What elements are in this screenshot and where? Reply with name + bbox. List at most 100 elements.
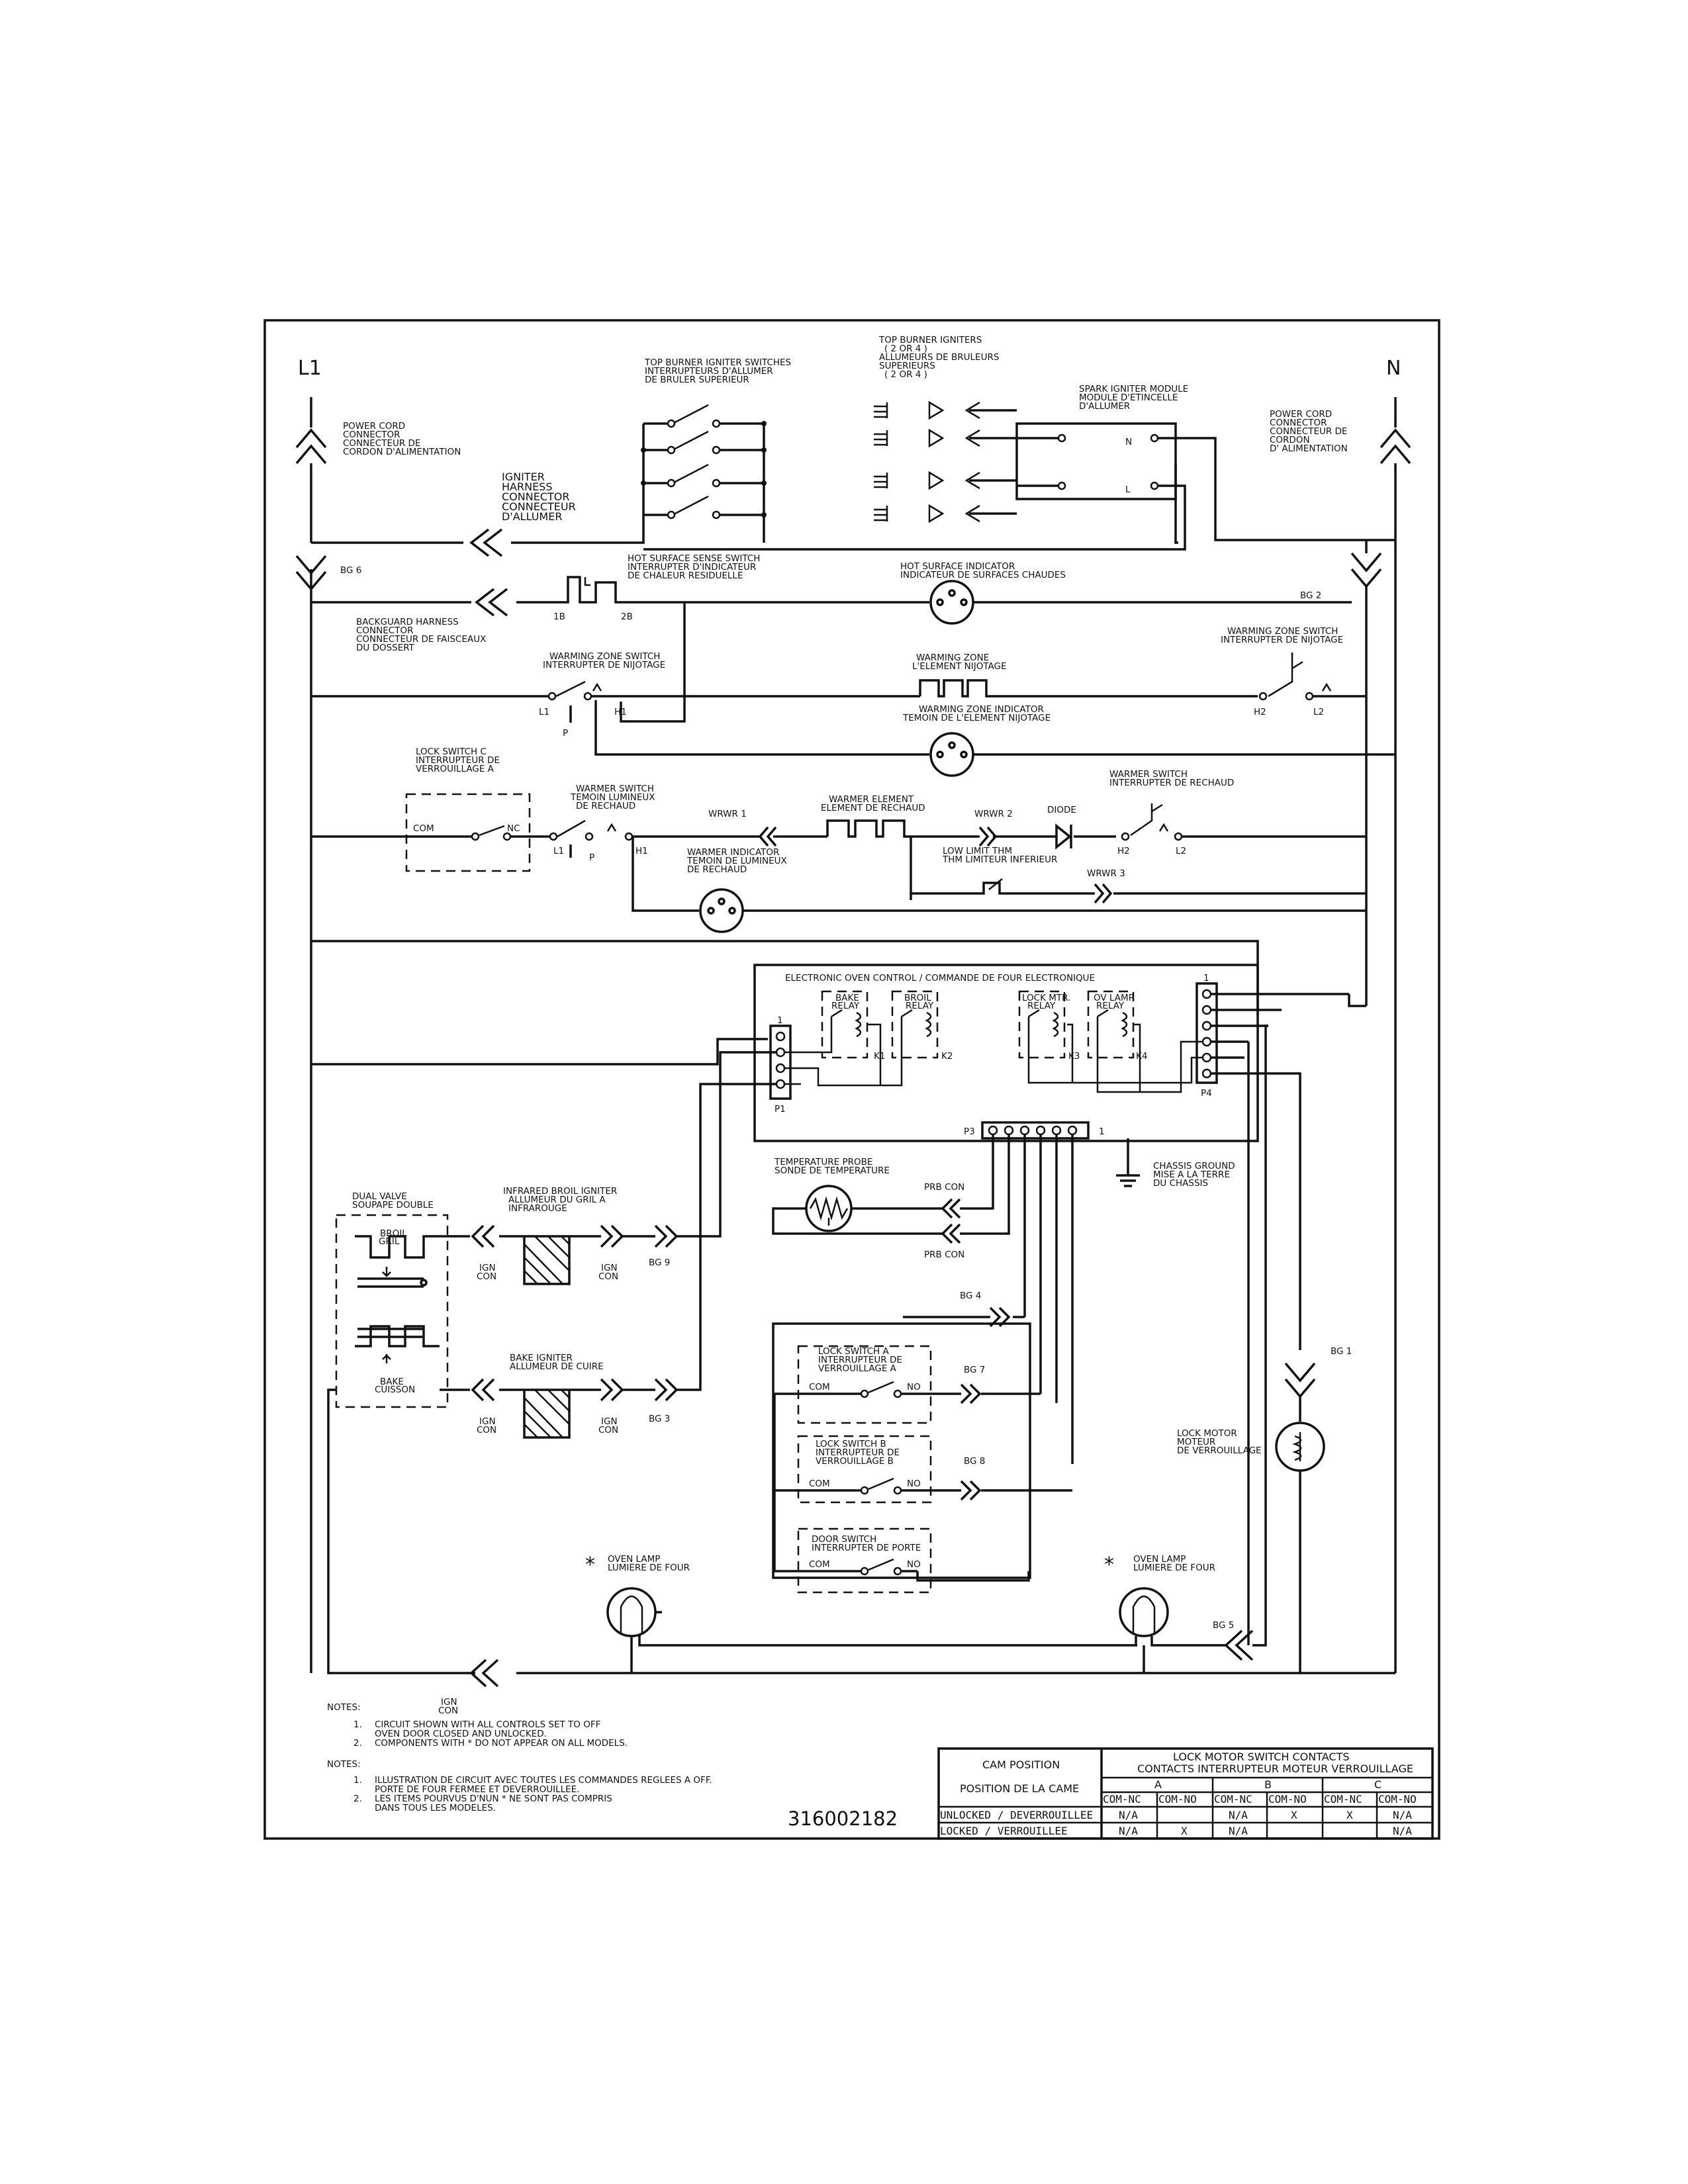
spark-igniter-module bbox=[1015, 422, 1395, 544]
hot-surface-indicator bbox=[929, 580, 974, 625]
hs-drop-wire bbox=[620, 602, 686, 723]
hot-surface-switch-label: HOT SURFACE SENSE SWITCH INTERRUPTER D'I… bbox=[628, 553, 763, 581]
group-a: A bbox=[1154, 1778, 1162, 1791]
wrwr3-connector bbox=[1094, 883, 1113, 904]
svg-text:X: X bbox=[1346, 1809, 1353, 1821]
svg-text:COM-NO: COM-NO bbox=[1268, 1793, 1307, 1805]
oven-lamp-left bbox=[606, 1587, 662, 1673]
top-burner-igniters bbox=[874, 400, 1017, 523]
warmer-switch-left bbox=[549, 819, 633, 858]
wz-switch-left-label: WARMING ZONE SWITCH INTERRUPTER DE NIJOT… bbox=[543, 651, 665, 670]
lock-a-no-label: NO bbox=[907, 1382, 921, 1392]
oven-lamp-right-asterisk: * bbox=[1104, 1553, 1114, 1576]
oven-lamp-right bbox=[1119, 1587, 1226, 1673]
dual-valve bbox=[335, 1214, 449, 1408]
eoc-internal-wires bbox=[784, 1023, 903, 1087]
lock-motor bbox=[1275, 1422, 1325, 1673]
bg1-connector bbox=[1284, 1362, 1316, 1422]
wz-term-h2: H2 bbox=[1254, 707, 1266, 717]
power-cord-left-label: POWER CORD CONNECTOR CONNECTEUR DE CORDO… bbox=[343, 421, 461, 457]
bg2-label: BG 2 bbox=[1300, 590, 1321, 601]
bg4-connector bbox=[989, 1306, 1011, 1328]
svg-text:1.: 1. bbox=[353, 1775, 362, 1786]
spark-module-wire-l bbox=[643, 484, 1186, 551]
bg3-connector bbox=[654, 1083, 776, 1402]
n-bg2-connector bbox=[1350, 540, 1382, 1006]
broil-relay bbox=[891, 990, 939, 1059]
hot-surface-sense-switch bbox=[560, 576, 635, 604]
prb-con-bottom-label: PRB CON bbox=[924, 1250, 964, 1260]
wz-term-l2: L2 bbox=[1313, 707, 1324, 717]
bg5-connector bbox=[1224, 1024, 1268, 1661]
svg-text:NOTES:: NOTES: bbox=[327, 1702, 361, 1713]
svg-text:N/A: N/A bbox=[1119, 1809, 1138, 1821]
switch-group-box bbox=[772, 1322, 1031, 1579]
bg7-connector bbox=[960, 1383, 982, 1404]
svg-text:LES ITEMS POURVUS D'NUN * NE S: LES ITEMS POURVUS D'NUN * NE SONT PAS CO… bbox=[375, 1794, 615, 1813]
svg-text:K3: K3 bbox=[1068, 1051, 1080, 1062]
lock-switch-c bbox=[311, 793, 549, 872]
n-power-cord-connector bbox=[1380, 428, 1411, 465]
svg-text:N/A: N/A bbox=[1229, 1809, 1248, 1821]
door-switch bbox=[797, 1527, 932, 1594]
p4-one-label: 1 bbox=[1203, 973, 1209, 983]
eoc-right-wires bbox=[1027, 1023, 1203, 1093]
svg-text:N/A: N/A bbox=[1119, 1825, 1138, 1837]
bg6-label: BG 6 bbox=[340, 565, 361, 576]
ws-term-h2: H2 bbox=[1117, 846, 1130, 856]
lock-motor-label: LOCK MOTOR MOTEUR DE VERROUILLAGE bbox=[1177, 1428, 1262, 1456]
svg-text:2.: 2. bbox=[353, 1794, 362, 1804]
warmer-element bbox=[826, 819, 914, 838]
prb-con-top-label: PRB CON bbox=[924, 1182, 964, 1193]
svg-text:CIRCUIT SHOWN WITH ALL CONTROL: CIRCUIT SHOWN WITH ALL CONTROLS SET TO O… bbox=[375, 1719, 604, 1739]
prb-con-connector-top bbox=[941, 1134, 994, 1219]
valve-left-wire bbox=[327, 1388, 1395, 1674]
notes-french: NOTES: 1. ILLUSTRATION DE CIRCUIT AVEC T… bbox=[327, 1759, 715, 1813]
door-switch-label: DOOR SWITCH INTERRUPTER DE PORTE bbox=[812, 1534, 921, 1553]
backguard-connector bbox=[475, 588, 508, 617]
igniter-harness-connector bbox=[469, 528, 503, 557]
contacts-header-en: LOCK MOTOR SWITCH CONTACTS bbox=[1173, 1751, 1350, 1763]
lock-switch-a bbox=[774, 1345, 1041, 1424]
bg7-label: BG 7 bbox=[964, 1365, 985, 1375]
lock-c-com-label: COM bbox=[413, 823, 434, 834]
warming-zone-label: WARMING ZONE L'ELEMENT NIJOTAGE bbox=[912, 653, 1007, 672]
bg8-label: BG 8 bbox=[964, 1456, 985, 1467]
svg-text:ILLUSTRATION DE CIRCUIT AVEC T: ILLUSTRATION DE CIRCUIT AVEC TOUTES LES … bbox=[375, 1775, 715, 1795]
svg-text:COM-NC: COM-NC bbox=[1324, 1793, 1362, 1805]
door-com-label: COM bbox=[809, 1559, 830, 1570]
svg-text:X: X bbox=[1291, 1809, 1297, 1821]
broil-label: BROIL GRIL bbox=[379, 1228, 410, 1247]
wz-term-h1: H1 bbox=[614, 707, 627, 717]
svg-text:N/A: N/A bbox=[1393, 1809, 1412, 1821]
bg1-label: BG 1 bbox=[1331, 1346, 1352, 1357]
bake-label: BAKE CUISSON bbox=[375, 1377, 415, 1395]
svg-text:NOTES:: NOTES: bbox=[327, 1759, 361, 1770]
p4-label: P4 bbox=[1201, 1088, 1212, 1099]
lock-a-com-label: COM bbox=[809, 1382, 830, 1392]
warmer-indicator-label: WARMER INDICATOR TEMOIN DE LUMINEUX DE R… bbox=[686, 847, 790, 875]
door-no-label: NO bbox=[907, 1559, 921, 1570]
oven-lamp-left-asterisk: * bbox=[585, 1553, 595, 1576]
p3-label: P3 bbox=[964, 1126, 975, 1137]
warmer-element-label: WARMER ELEMENT ELEMENT DE RECHAUD bbox=[821, 794, 925, 813]
cam-position-table bbox=[937, 1747, 1434, 1840]
warmer-indicator bbox=[699, 888, 744, 933]
low-limit-thm bbox=[988, 878, 1003, 890]
lock-switch-b-label: LOCK SWITCH B INTERRUPTEUR DE VERROUILLA… bbox=[816, 1439, 902, 1467]
ws-term-l2: L2 bbox=[1176, 846, 1186, 856]
eoc-title: ELECTRONIC OVEN CONTROL / COMMANDE DE FO… bbox=[785, 973, 1095, 983]
dual-valve-label: DUAL VALVE SOUPAPE DOUBLE bbox=[352, 1191, 434, 1210]
backguard-label: BACKGUARD HARNESS CONNECTOR CONNECTEUR D… bbox=[356, 617, 489, 653]
svg-text:LOCK MTR.RELAY: LOCK MTR.RELAY bbox=[1022, 993, 1070, 1011]
bg3-label: BG 3 bbox=[649, 1414, 670, 1424]
group-b: B bbox=[1264, 1778, 1272, 1791]
svg-text:K1: K1 bbox=[874, 1051, 885, 1062]
diode bbox=[1055, 823, 1072, 850]
table-row-unlocked: UNLOCKED / DEVERROUILLEE N/A N/A X X N/A bbox=[940, 1809, 1412, 1821]
wrwr1-connector bbox=[758, 826, 777, 847]
